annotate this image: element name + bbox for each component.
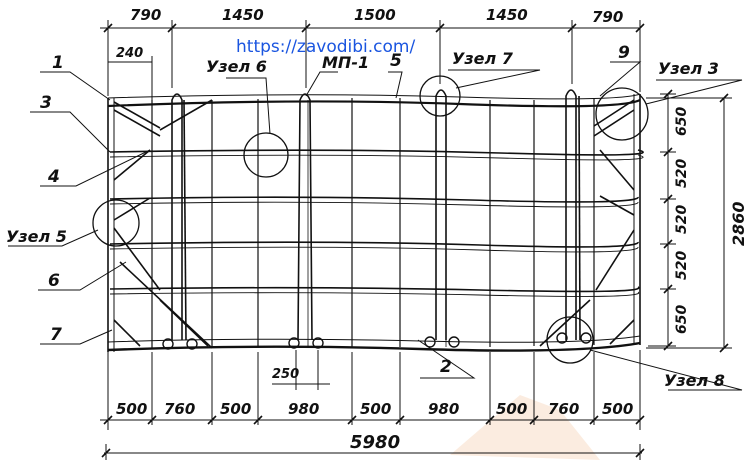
vertical-bars (151, 98, 595, 348)
bottom-dim-3: 500 (220, 400, 251, 418)
right-dim-1: 650 (674, 107, 690, 136)
dimension-lines (100, 20, 732, 460)
node-8-circle (546, 316, 594, 364)
diagonal-bracing (113, 99, 635, 349)
right-dim-3: 520 (674, 205, 690, 234)
dimension-ticks (101, 23, 729, 458)
bottom-dim-4: 980 (288, 400, 319, 418)
overall-height: 2860 (729, 201, 746, 246)
bottom-dim-7: 500 (496, 400, 527, 418)
label-7: 7 (50, 325, 62, 345)
leader-lines (8, 61, 743, 391)
watermark-url: https://zavodibi.com/ (236, 37, 415, 57)
label-2: 2 (440, 357, 452, 377)
label-3: 3 (40, 93, 52, 113)
bottom-dim-5: 500 (360, 400, 391, 418)
lifting-loops (171, 89, 581, 341)
overall-width: 5980 (350, 432, 400, 453)
stamp-watermark (450, 395, 600, 460)
horizontal-bars (109, 149, 644, 297)
label-mp1: МП-1 (322, 53, 369, 72)
frame-outline (107, 93, 641, 352)
label-5: 5 (390, 51, 402, 71)
label-uzel-6: Узел 6 (206, 57, 267, 76)
node-circles (92, 75, 649, 364)
sub-dim-250: 250 (272, 367, 299, 382)
bottom-dim-6: 980 (428, 400, 459, 418)
bottom-dim-1: 500 (116, 400, 147, 418)
sub-dim-240: 240 (116, 46, 143, 61)
label-1: 1 (52, 53, 64, 73)
loop-ends (162, 332, 592, 350)
label-uzel-8: Узел 8 (664, 371, 725, 390)
top-dim-1: 790 (130, 6, 161, 24)
top-dim-3: 1500 (354, 6, 396, 24)
label-uzel-3: Узел 3 (658, 59, 719, 78)
node-6-circle (243, 132, 289, 178)
top-dim-5: 790 (592, 8, 623, 26)
right-dim-4: 520 (674, 251, 690, 280)
right-dim-2: 520 (674, 159, 690, 188)
top-dim-2: 1450 (222, 6, 264, 24)
label-uzel-7: Узел 7 (452, 49, 514, 68)
label-9: 9 (618, 43, 630, 63)
label-uzel-5: Узел 5 (6, 227, 67, 246)
bottom-dim-9: 500 (602, 400, 633, 418)
node-3-circle (595, 87, 649, 141)
bottom-dim-2: 760 (164, 400, 195, 418)
top-dim-4: 1450 (486, 6, 528, 24)
node-5-circle (92, 199, 140, 247)
bottom-dim-8: 760 (548, 400, 579, 418)
right-dim-5: 650 (674, 305, 690, 334)
label-6: 6 (48, 271, 60, 291)
label-4: 4 (47, 167, 60, 187)
